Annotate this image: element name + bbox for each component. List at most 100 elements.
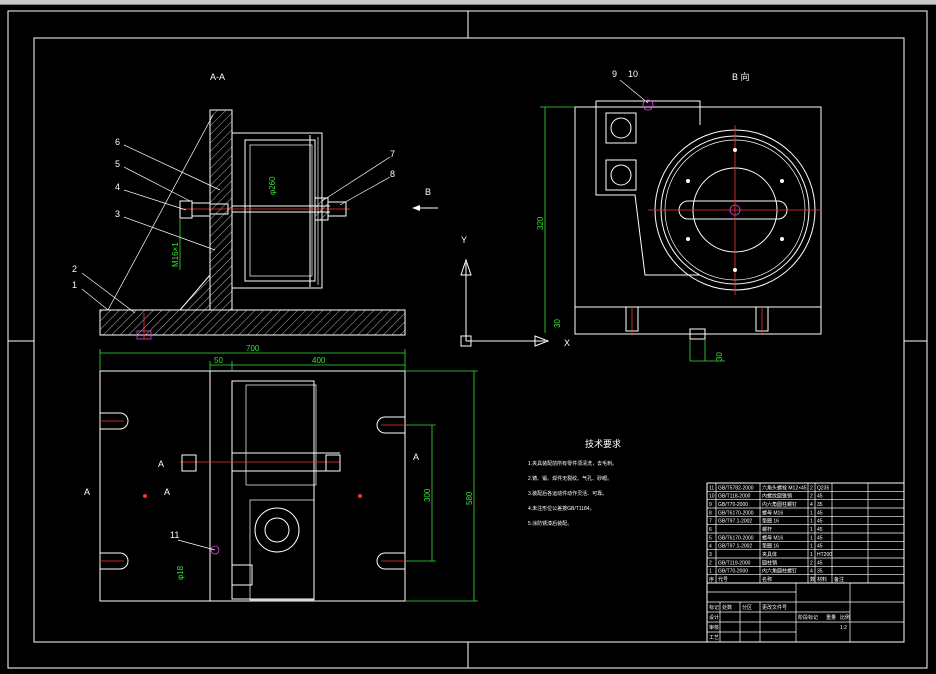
bom-cell-mat: Q235 <box>817 485 829 491</box>
ucs-x-label: X <box>564 338 570 348</box>
svg-text:处数: 处数 <box>722 604 732 611</box>
note-line-1: 1.夹具装配前所有零件须清洗，去毛刺。 <box>528 460 617 467</box>
bom-cell-qty: 1 <box>810 544 813 550</box>
bom-cell-no: 5 <box>709 535 712 541</box>
notes-heading: 技术要求 <box>585 438 621 449</box>
bom-cell-qty: 1 <box>810 519 813 525</box>
bom-cell-code: GB/T97.1-2002 <box>718 519 752 525</box>
b-arrow-label: B <box>425 187 431 197</box>
bom-cell-mat: 45 <box>817 510 823 516</box>
bore-dimension: φ260 <box>268 176 277 195</box>
bom-cell-mat: 45 <box>817 535 823 541</box>
bom-cell-qty: 1 <box>810 527 813 533</box>
plan-view[interactable]: 11 φ18 A A A A 700 50 400 580 300 <box>84 344 478 602</box>
view-b[interactable]: B 向 9 10 <box>536 69 822 362</box>
bom-cell-no: 8 <box>709 510 712 516</box>
bom-cell-mat: 35 <box>817 569 823 575</box>
svg-text:分区: 分区 <box>742 604 752 611</box>
svg-text:更改文件号: 更改文件号 <box>762 604 787 611</box>
bom-cell-name: 垫圈 16 <box>762 518 779 525</box>
bom-cell-mat: 45 <box>817 494 823 500</box>
bom-cell-no: 7 <box>709 519 712 525</box>
bom-cell-code: GB/T6170-2000 <box>718 535 754 541</box>
side-dimension: φ18 <box>176 565 185 580</box>
bom-cell-mat: 45 <box>817 519 823 525</box>
bom-cell-name: 螺母 M16 <box>762 509 783 516</box>
bom-cell-qty: 数 <box>810 576 815 583</box>
view-b-label: B 向 <box>732 71 750 82</box>
bom-cell-qty: 4 <box>810 502 813 508</box>
bom-cell-name: 圆柱销 <box>762 559 777 566</box>
bom-cell-code: GB/T70-2000 <box>718 502 748 508</box>
bom-cell-mat: 35 <box>817 502 823 508</box>
balloon-6: 6 <box>115 137 120 147</box>
section-mark-a3: A <box>84 487 90 497</box>
window-top-strip <box>0 0 936 5</box>
balloon-3: 3 <box>115 209 120 219</box>
balloon-9: 9 <box>612 69 617 79</box>
balloon-2: 2 <box>72 264 77 274</box>
note-line-5: 5.涂防锈漆后装配。 <box>528 520 572 527</box>
bom-cell-code: GB/T97.1-2002 <box>718 544 752 550</box>
bom-cell-qty: 1 <box>810 535 813 541</box>
bom-cell-code: GB/T6170-2000 <box>718 510 754 516</box>
drawing-frame <box>7 10 928 669</box>
bom-cell-no: 4 <box>709 544 712 550</box>
svg-text:工艺: 工艺 <box>709 635 719 641</box>
note-line-4: 4.未注形位公差按GB/T1184。 <box>528 505 595 512</box>
scale-value: 1:2 <box>840 625 847 631</box>
balloon-11: 11 <box>170 530 179 540</box>
overall-height-dim: 580 <box>465 491 474 505</box>
bom-cell-qty: 4 <box>810 569 813 575</box>
svg-text:设计: 设计 <box>709 614 719 621</box>
ucs-icon: Y X <box>460 235 570 348</box>
left-part-dim: 50 <box>214 356 223 365</box>
bom-cell-name: 夹具体 <box>762 551 777 558</box>
section-aa-label: A-A <box>210 72 225 82</box>
bom-cell-no: 6 <box>709 527 712 533</box>
section-mark-a1: A <box>158 459 164 469</box>
balloon-4: 4 <box>115 182 120 192</box>
bom-cell-mat: 45 <box>817 527 823 533</box>
bom-cell-mat: 45 <box>817 544 823 550</box>
bom-cell-qty: 1 <box>810 510 813 516</box>
section-aa-view[interactable]: A-A M16×1 φ260 <box>72 72 438 340</box>
bom-cell-no: 1 <box>709 569 712 575</box>
bom-cell-no: 10 <box>709 494 715 500</box>
right-part-dim: 400 <box>312 356 326 365</box>
b-bottom-dimension: 30 <box>715 352 724 361</box>
overall-width-dim: 700 <box>246 344 260 353</box>
note-line-2: 2.铸、锻、焊件无裂纹、气孔、砂眼。 <box>528 475 612 482</box>
balloon-7: 7 <box>390 149 395 159</box>
bom-cell-code: GB/T5782-2000 <box>718 485 754 491</box>
title-block: 标记 处数 分区 更改文件号 设计 审核 工艺 阶段标记 重量 比例 1:2 <box>706 582 905 643</box>
bom-cell-mat: 材料 <box>817 576 827 583</box>
bom-cell-name: 内六角圆柱螺钉 <box>762 568 797 575</box>
bom-cell-name: 螺杆 <box>762 526 772 533</box>
bom-cell-qty: 1 <box>810 552 813 558</box>
svg-text:标记: 标记 <box>709 604 719 611</box>
bom-cell-no: 3 <box>709 552 712 558</box>
bom-cell-code: GB/T118-2000 <box>718 494 751 500</box>
bolt-dimension: M16×1 <box>171 242 180 267</box>
b-height-dimension: 320 <box>536 216 545 230</box>
svg-text:比例: 比例 <box>840 614 850 621</box>
bom-cell-qty: 2 <box>810 485 813 491</box>
bom-cell-code: 代号 <box>718 576 728 583</box>
slot-spacing-dim: 300 <box>423 488 432 502</box>
bom-cell-no: 序 <box>709 576 714 583</box>
b-base-dimension: 30 <box>553 319 562 328</box>
cad-drawing-canvas[interactable]: A-A M16×1 φ260 <box>0 5 936 674</box>
balloon-8: 8 <box>390 169 395 179</box>
bom-cell-code: GB/T119-2000 <box>718 560 751 566</box>
svg-text:审核: 审核 <box>709 624 719 631</box>
bom-cell-note: 备注 <box>834 576 844 583</box>
vertical-wall <box>209 109 233 311</box>
bom-cell-no: 11 <box>709 485 714 491</box>
bom-cell-name: 内螺纹圆锥销 <box>762 493 792 500</box>
bom-cell-no: 9 <box>709 502 712 508</box>
balloon-10: 10 <box>628 69 638 79</box>
bom-cell-name: 名称 <box>762 576 772 583</box>
bom-cell-name: 垫圈 16 <box>762 543 779 550</box>
